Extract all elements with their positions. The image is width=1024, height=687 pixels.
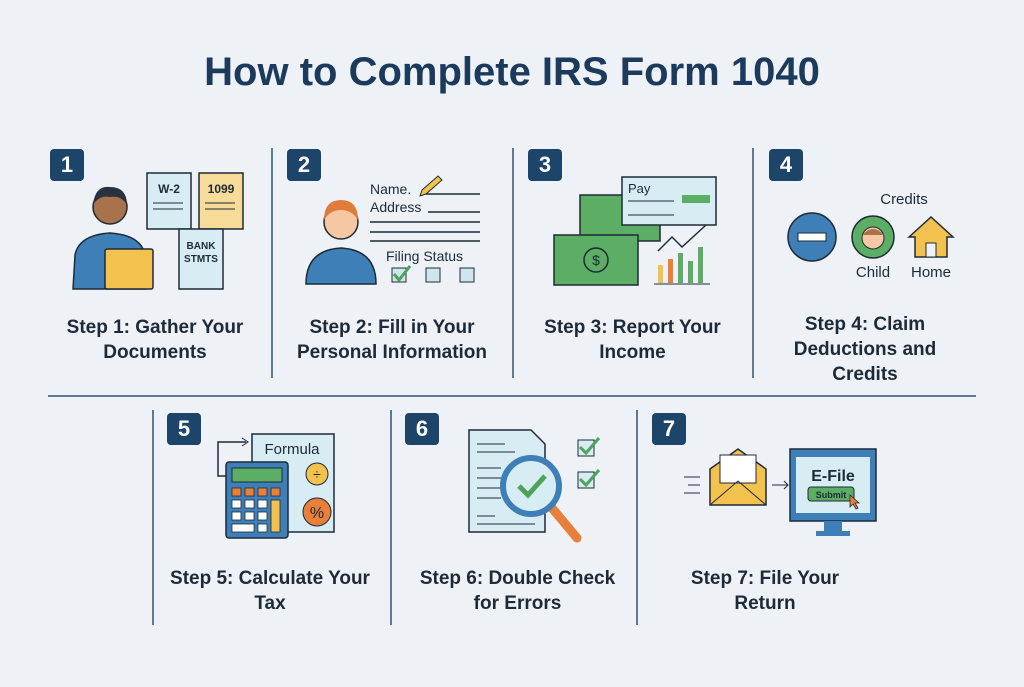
home-label: Home xyxy=(911,264,951,281)
step-number-badge: 6 xyxy=(405,413,439,445)
step-caption: Step 5: Calculate Your Tax xyxy=(170,568,370,614)
divider xyxy=(48,395,976,397)
step-caption: Step 2: Fill in Your Personal Informatio… xyxy=(296,317,488,363)
name-field-label: Name. xyxy=(370,181,411,197)
divider xyxy=(752,148,754,378)
step-number-badge: 4 xyxy=(769,149,803,181)
step-number-badge: 3 xyxy=(528,149,562,181)
step-number-badge: 7 xyxy=(652,413,686,445)
svg-text:$: $ xyxy=(592,252,600,268)
svg-text:1099: 1099 xyxy=(208,182,235,196)
divider xyxy=(636,410,638,625)
step-caption: Step 3: Report Your Income xyxy=(544,317,721,363)
pay-label: Pay xyxy=(628,181,651,196)
step-number-badge: 5 xyxy=(167,413,201,445)
divider xyxy=(271,148,273,378)
filing-status-label: Filing Status xyxy=(386,248,463,264)
formula-label: Formula xyxy=(264,441,320,458)
page-title: How to Complete IRS Form 1040 xyxy=(204,50,820,94)
submit-button-label: Submit xyxy=(816,490,847,500)
step-caption: Step 6: Double Check for Errors xyxy=(419,568,616,614)
svg-text:BANK: BANK xyxy=(187,241,217,252)
income-money-check-icon: Pay $ xyxy=(553,176,717,286)
efile-label: E-File xyxy=(811,468,855,485)
person-with-documents-icon: W-2 1099 BANK STMTS xyxy=(72,172,244,290)
svg-text:%: % xyxy=(310,505,324,522)
step-caption: Step 4: Claim Deductions and Credits xyxy=(793,314,937,385)
divider xyxy=(152,410,154,625)
svg-text:STMTS: STMTS xyxy=(184,254,218,265)
step-caption: Step 7: File Your Return xyxy=(690,568,840,614)
address-field-label: Address xyxy=(370,199,421,215)
divider xyxy=(512,148,514,378)
personal-info-form-icon: Name. Address Filing Status xyxy=(305,175,480,285)
step-number-badge: 1 xyxy=(50,149,84,181)
w2-label: W-2 xyxy=(158,182,180,196)
svg-text:÷: ÷ xyxy=(313,466,321,482)
document-magnifier-check-icon xyxy=(468,429,601,543)
deductions-credits-icon: Credits Child Home xyxy=(787,191,955,281)
divider xyxy=(390,410,392,625)
calculator-formula-icon: Formula ÷ % xyxy=(217,433,335,539)
step-number-badge: 2 xyxy=(287,149,321,181)
step-caption: Step 1: Gather Your Documents xyxy=(66,317,244,363)
credits-label: Credits xyxy=(880,191,928,208)
child-label: Child xyxy=(856,264,890,281)
envelope-efile-computer-icon: E-File Submit xyxy=(684,448,877,536)
